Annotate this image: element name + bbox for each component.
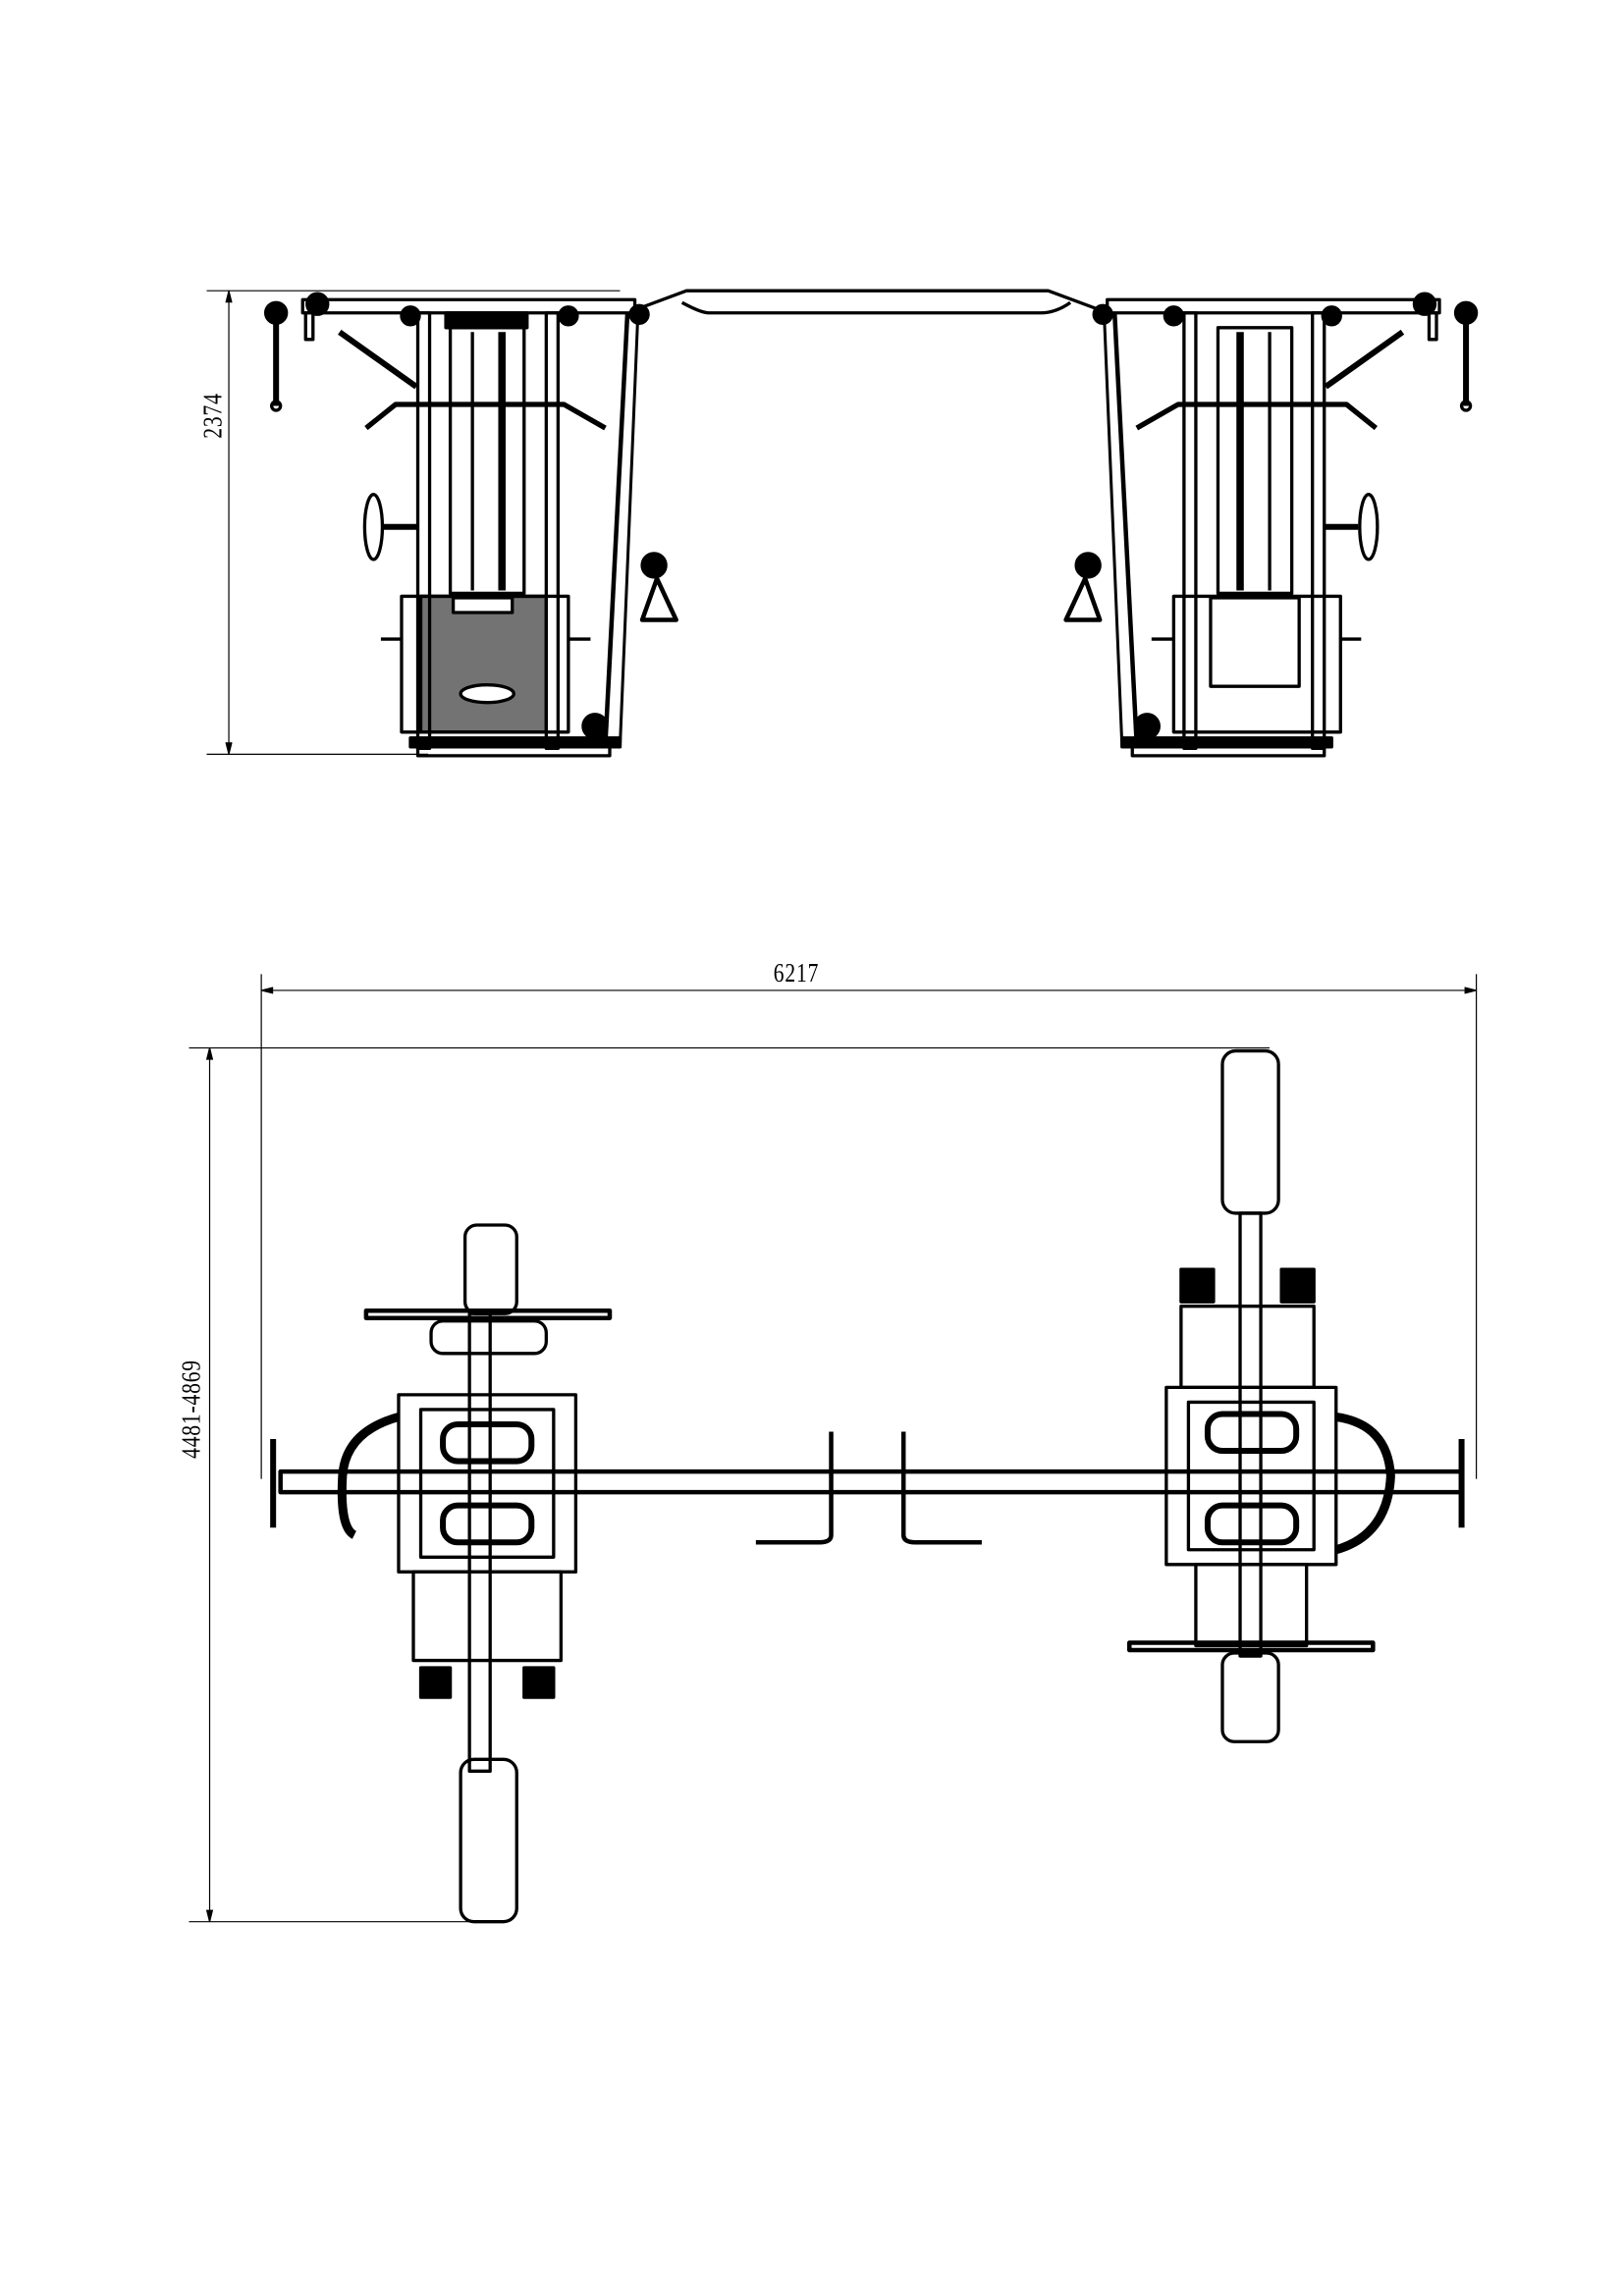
depth-dimension-label: 4481-4869	[176, 1360, 206, 1459]
front-right-station	[1063, 292, 1479, 758]
top-view	[189, 974, 1478, 1924]
front-view	[206, 289, 1479, 758]
top-right-station	[1126, 1048, 1395, 1743]
front-left-station	[263, 292, 678, 758]
connecting-beam	[278, 1468, 1464, 1495]
width-dimension-label: 6217	[773, 958, 820, 988]
width-dimension-line	[260, 974, 1478, 1479]
height-dimension-line	[206, 290, 621, 755]
top-left-station	[337, 1223, 613, 1924]
center-arch	[633, 289, 1101, 315]
depth-dimension-line	[189, 1046, 1271, 1923]
height-dimension-label: 2374	[197, 393, 228, 439]
